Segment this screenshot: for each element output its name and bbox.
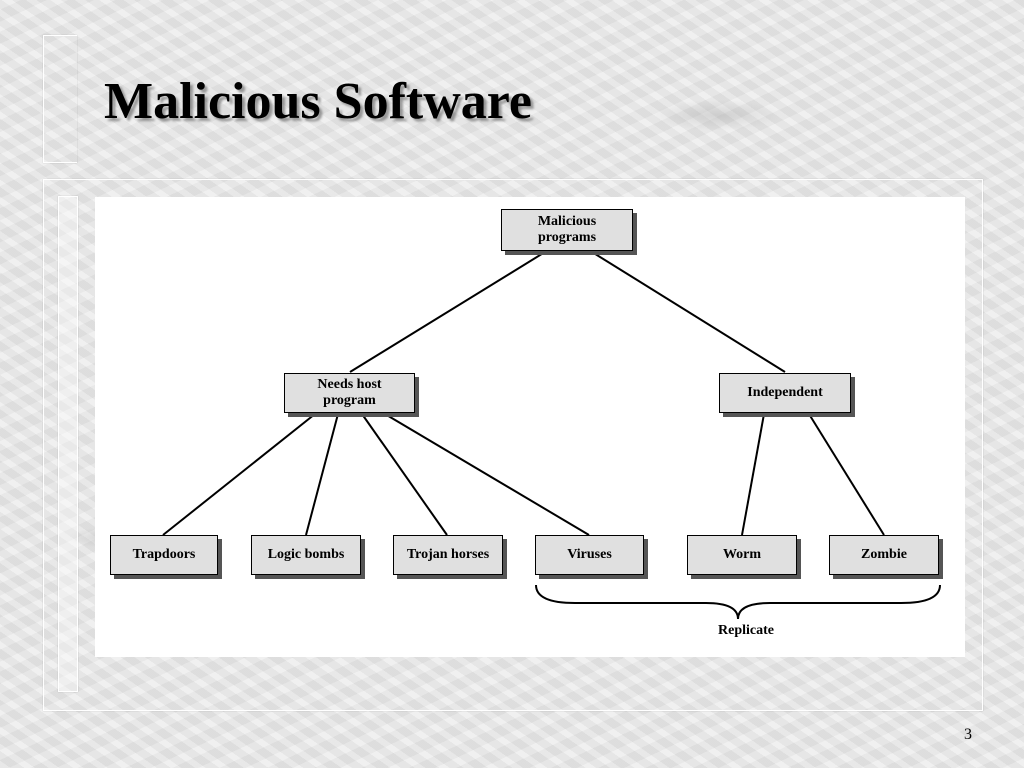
node-worm: Worm bbox=[687, 535, 797, 575]
edge-independent-zombie bbox=[808, 413, 885, 536]
node-viruses: Viruses bbox=[535, 535, 644, 575]
edge-host-logic-bombs bbox=[305, 413, 339, 536]
edge-root-independent bbox=[591, 251, 786, 373]
edge-root-host bbox=[349, 251, 546, 373]
slide-title: Malicious Software bbox=[104, 73, 532, 130]
page-number: 3 bbox=[964, 726, 972, 743]
malware-taxonomy-diagram: Malicious programs Needs host program In… bbox=[95, 197, 965, 657]
node-trojan-horses: Trojan horses bbox=[393, 535, 503, 575]
edge-host-trojan-horses bbox=[361, 413, 448, 536]
replicate-label: Replicate bbox=[718, 623, 774, 638]
edge-independent-worm bbox=[741, 413, 765, 536]
node-logic-bombs: Logic bombs bbox=[251, 535, 361, 575]
node-independent: Independent bbox=[719, 373, 851, 413]
replicate-brace bbox=[535, 584, 941, 620]
node-needs-host-program: Needs host program bbox=[284, 373, 415, 413]
title-frame-decoration bbox=[43, 35, 77, 163]
edge-host-viruses bbox=[384, 413, 590, 536]
diagram-connectors bbox=[162, 251, 941, 620]
node-trapdoors: Trapdoors bbox=[110, 535, 218, 575]
node-malicious-programs: Malicious programs bbox=[501, 209, 633, 251]
content-left-bar-decoration bbox=[58, 196, 78, 692]
edge-host-trapdoors bbox=[162, 413, 316, 536]
node-zombie: Zombie bbox=[829, 535, 939, 575]
content-frame-decoration bbox=[43, 179, 983, 711]
